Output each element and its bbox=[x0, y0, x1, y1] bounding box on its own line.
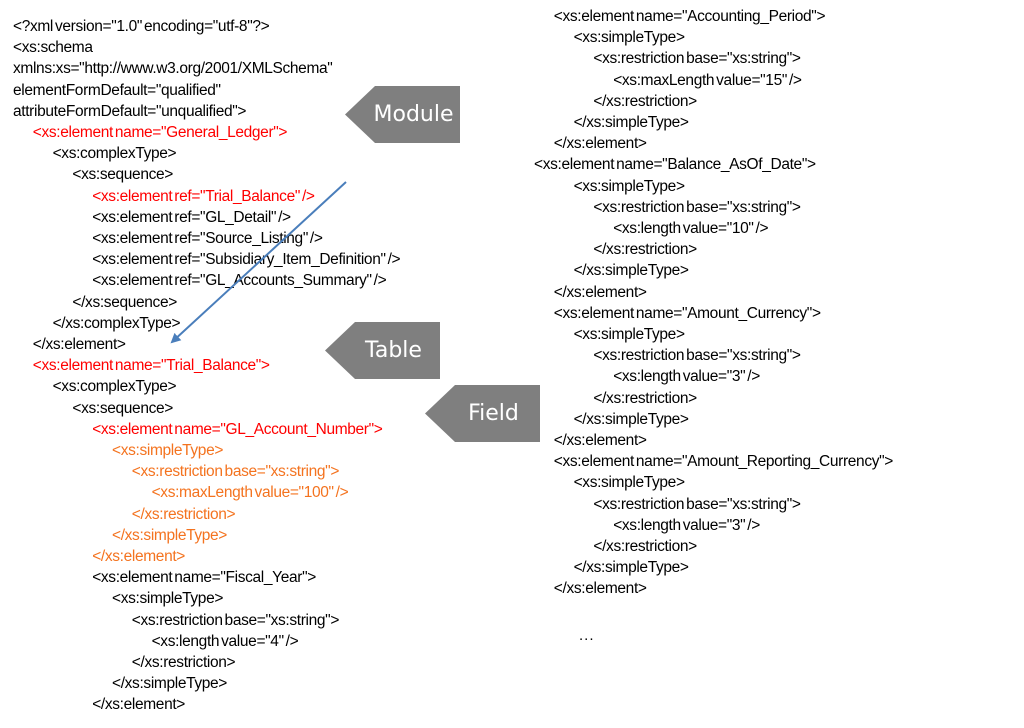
right-code-line: </xs:element> bbox=[553, 283, 647, 301]
right-code-line: </xs:restriction> bbox=[593, 92, 697, 110]
left-code-line: <xs:complexType> bbox=[52, 378, 177, 396]
right-code-line: </xs:simpleType> bbox=[573, 410, 689, 428]
left-code-line: </xs:simpleType> bbox=[112, 675, 228, 693]
left-code-line: </xs:element> bbox=[32, 336, 126, 353]
right-code-line: <xs:restriction base="xs:string"> bbox=[593, 347, 801, 365]
left-code-line: </xs:element> bbox=[92, 696, 185, 714]
right-code-line: </xs:restriction> bbox=[593, 241, 697, 259]
right-code-line: </xs:restriction> bbox=[593, 389, 697, 407]
right-code-line: <xs:length value="3" /> bbox=[613, 516, 760, 534]
right-code-line: <xs:length value="10" /> bbox=[613, 220, 769, 237]
table-callout-label: Table bbox=[325, 322, 440, 379]
right-code-line: </xs:element> bbox=[553, 432, 647, 449]
right-code-line: <xs:maxLength value="15" /> bbox=[613, 71, 802, 89]
right-code-line: <xs:simpleType> bbox=[573, 474, 685, 492]
left-code-line: <xs:maxLength value="100" /> bbox=[151, 484, 349, 502]
right-code-line: <xs:restriction base="xs:string"> bbox=[593, 198, 801, 216]
right-code-line: <xs:simpleType> bbox=[573, 177, 685, 195]
right-code-line: <xs:element name="Balance_AsOf_Date"> bbox=[534, 156, 816, 174]
left-code-line: <xs:simpleType> bbox=[112, 590, 224, 608]
right-code-line: </xs:element> bbox=[553, 580, 647, 598]
left-code-line: <xs:restriction base="xs:string"> bbox=[131, 463, 340, 481]
right-code-line: <xs:restriction base="xs:string"> bbox=[593, 495, 801, 513]
left-code-line: <xs:schema bbox=[13, 39, 93, 57]
left-code-line: <xs:element ref="GL_Detail" /> bbox=[92, 208, 291, 226]
right-code-line: </xs:simpleType> bbox=[573, 262, 689, 280]
right-code-line: <xs:simpleType> bbox=[573, 326, 685, 343]
left-code-line: <xs:simpleType> bbox=[112, 442, 224, 459]
left-code-line: <xs:element name="GL_Account_Number"> bbox=[92, 420, 383, 438]
left-code-line: <xs:element ref="Subsidiary_Item_Definit… bbox=[92, 251, 401, 269]
right-code-line: </xs:restriction> bbox=[593, 538, 697, 555]
left-code-line: </xs:restriction> bbox=[131, 505, 236, 523]
left-code-line: xmlns:xs="http://www.w3.org/2001/XMLSche… bbox=[13, 60, 333, 78]
left-code-line: </xs:element> bbox=[92, 548, 185, 565]
left-code-line: <xs:complexType> bbox=[52, 145, 177, 163]
table-label-text: Table bbox=[365, 338, 422, 363]
right-code-line: <xs:simpleType> bbox=[573, 29, 685, 47]
left-code-line: <xs:sequence> bbox=[72, 166, 173, 184]
left-code-line: elementFormDefault="qualified" bbox=[13, 81, 221, 99]
right-code-line: <xs:restriction base="xs:string"> bbox=[593, 50, 801, 68]
right-code-line: <xs:length value="3" /> bbox=[613, 368, 760, 386]
left-code-line: </xs:sequence> bbox=[72, 293, 177, 311]
left-code-line: <xs:sequence> bbox=[72, 399, 173, 417]
left-code-line: </xs:simpleType> bbox=[112, 526, 228, 544]
field-label-text: Field bbox=[468, 401, 519, 426]
module-label-text: Module bbox=[373, 102, 454, 127]
left-code-line: <xs:element name="Trial_Balance"> bbox=[32, 357, 270, 375]
left-code-line: attributeFormDefault="unqualified"> bbox=[13, 102, 247, 120]
module-callout-label: Module bbox=[345, 86, 460, 143]
right-code-line: </xs:element> bbox=[553, 135, 647, 153]
right-code-line: </xs:simpleType> bbox=[573, 114, 689, 131]
left-code-line: <xs:element name="Fiscal_Year"> bbox=[92, 569, 316, 587]
left-code-line: </xs:restriction> bbox=[131, 654, 236, 671]
left-code-line: <xs:restriction base="xs:string"> bbox=[131, 611, 340, 629]
left-code-line: <?xml version="1.0" encoding="utf-8"?> bbox=[13, 18, 270, 35]
left-code-line: <xs:element name="General_Ledger"> bbox=[32, 124, 288, 141]
right-code-line: </xs:simpleType> bbox=[573, 559, 689, 577]
left-code-line: <xs:element ref="Trial_Balance" /> bbox=[92, 187, 315, 205]
field-callout-label: Field bbox=[425, 385, 540, 442]
left-code-line: <xs:length value="4" /> bbox=[151, 632, 299, 650]
left-code-line: <xs:element ref="GL_Accounts_Summary" /> bbox=[92, 272, 387, 290]
left-code-line: <xs:element ref="Source_Listing" /> bbox=[92, 230, 323, 247]
left-code-line: </xs:complexType> bbox=[52, 314, 181, 332]
right-code-line: <xs:element name="Amount_Reporting_Curre… bbox=[553, 453, 894, 471]
right-code-line: <xs:element name="Accounting_Period"> bbox=[553, 8, 826, 25]
continuation-ellipsis: ... bbox=[579, 627, 595, 644]
right-code-line: <xs:element name="Amount_Currency"> bbox=[553, 304, 821, 322]
